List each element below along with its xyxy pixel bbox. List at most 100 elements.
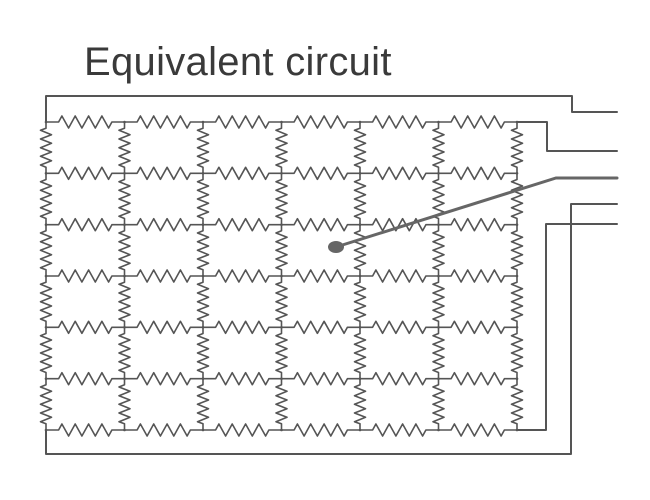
resistor-vertical — [275, 223, 288, 277]
resistor-vertical — [196, 121, 210, 175]
resistor-horizontal — [359, 423, 440, 437]
grid-node — [437, 428, 440, 432]
resistor-vertical — [196, 172, 210, 226]
grid-node — [123, 274, 126, 278]
grid-node — [515, 377, 519, 381]
grid-node — [358, 172, 362, 175]
grid-node — [44, 223, 48, 226]
resistor-vertical — [353, 377, 367, 431]
grid-node — [201, 223, 205, 226]
terminal-wire-1 — [516, 121, 618, 152]
grid-node — [358, 377, 362, 381]
grid-node — [437, 274, 440, 278]
grid-node — [201, 274, 205, 278]
probe-lead — [334, 176, 619, 249]
resistor-vertical — [118, 223, 131, 277]
resistor-vertical — [39, 223, 53, 277]
grid-node — [437, 326, 440, 329]
resistor-horizontal — [202, 269, 283, 283]
resistor-horizontal — [123, 269, 204, 283]
grid-node — [123, 428, 126, 432]
outer-wires — [45, 95, 618, 455]
resistor-horizontal — [437, 166, 518, 181]
resistor-vertical — [353, 275, 367, 329]
resistor-horizontal — [359, 115, 440, 129]
resistor-vertical — [275, 326, 288, 380]
resistor-horizontal — [280, 217, 361, 232]
grid-node — [280, 377, 283, 381]
frame-wire-top — [45, 95, 618, 123]
resistor-vertical — [432, 223, 445, 277]
diagram-title: Equivalent circuit — [84, 40, 392, 84]
grid-node — [44, 428, 48, 432]
resistor-vertical — [118, 121, 131, 175]
resistor-horizontal — [280, 115, 361, 129]
resistor-horizontal — [123, 423, 204, 437]
grid-node — [123, 223, 126, 226]
resistor-horizontal — [359, 217, 440, 232]
resistor-horizontal — [280, 166, 361, 181]
resistor-vertical — [275, 172, 288, 226]
terminal-wire-4 — [45, 203, 618, 455]
probe-contact-dot — [328, 241, 344, 253]
resistor-horizontal — [123, 115, 204, 129]
grid-node — [515, 172, 519, 175]
grid-node — [515, 326, 519, 329]
resistor-vertical — [510, 223, 524, 277]
grid-node — [280, 120, 283, 124]
grid-node — [44, 172, 48, 175]
resistor-horizontal — [123, 320, 204, 335]
resistor-vertical — [432, 377, 445, 431]
grid-node — [515, 428, 519, 432]
resistor-horizontal — [45, 423, 126, 437]
resistor-vertical — [275, 377, 288, 431]
grid-node — [515, 274, 519, 278]
resistor-vertical — [432, 275, 445, 329]
grid-node — [123, 120, 126, 124]
grid-node — [201, 377, 205, 381]
resistor-horizontal — [123, 217, 204, 232]
resistor-horizontal — [45, 166, 126, 181]
grid-node — [280, 172, 283, 175]
grid-node — [358, 223, 362, 226]
resistor-horizontal — [359, 371, 440, 386]
resistor-horizontal — [45, 371, 126, 386]
resistor-vertical — [118, 326, 131, 380]
grid-node — [123, 172, 126, 175]
resistor-vertical — [510, 275, 524, 329]
resistor-vertical — [196, 223, 210, 277]
grid-node — [358, 274, 362, 278]
grid-node — [437, 223, 440, 226]
resistor-vertical — [118, 377, 131, 431]
resistor-horizontal — [280, 320, 361, 335]
grid-node — [44, 377, 48, 381]
resistor-horizontal — [123, 166, 204, 181]
resistor-horizontal — [202, 371, 283, 386]
resistor-grid — [39, 115, 524, 437]
resistor-vertical — [196, 326, 210, 380]
grid-node — [280, 428, 283, 432]
grid-node — [280, 223, 283, 226]
resistor-horizontal — [202, 320, 283, 335]
grid-node — [44, 326, 48, 329]
resistor-horizontal — [45, 320, 126, 335]
grid-node — [201, 326, 205, 329]
grid-node — [201, 172, 205, 175]
grid-node — [437, 172, 440, 175]
resistor-vertical — [510, 121, 524, 175]
grid-node — [515, 120, 519, 124]
resistor-horizontal — [359, 269, 440, 283]
grid-node — [437, 120, 440, 124]
resistor-vertical — [353, 121, 367, 175]
resistor-horizontal — [45, 115, 126, 129]
resistor-horizontal — [202, 217, 283, 232]
resistor-vertical — [39, 172, 53, 226]
resistor-vertical — [39, 377, 53, 431]
grid-node — [358, 120, 362, 124]
resistor-horizontal — [202, 166, 283, 181]
resistor-horizontal — [202, 423, 283, 437]
resistor-horizontal — [45, 217, 126, 232]
resistor-vertical — [196, 377, 210, 431]
resistor-horizontal — [437, 371, 518, 386]
